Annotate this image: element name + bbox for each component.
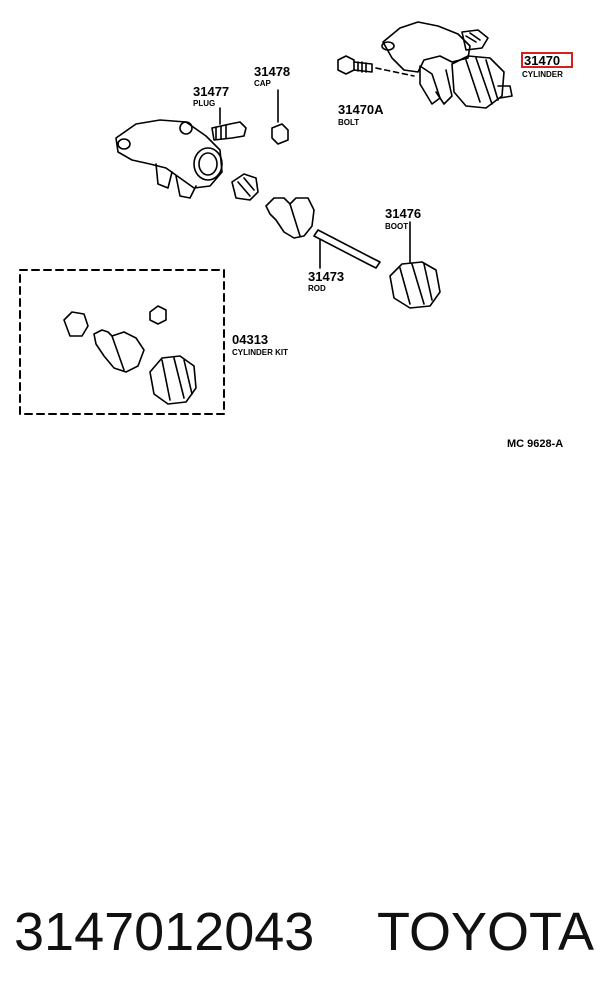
- bolt-number: 31470A: [338, 102, 384, 117]
- cylinder-label: CYLINDER: [522, 70, 563, 79]
- piston-drawing: [265, 197, 315, 239]
- cylinder-number: 31470: [524, 53, 560, 68]
- cap-number: 31478: [254, 64, 290, 79]
- cup-seal-drawing: [231, 173, 259, 201]
- kit-box-outline: [19, 269, 225, 415]
- brand-caption: TOYOTA: [376, 902, 594, 962]
- part-number-caption: 3147012043: [14, 902, 315, 962]
- rod-drawing: [313, 229, 381, 269]
- plug-number: 31477: [193, 84, 229, 99]
- housing-drawing: [115, 119, 223, 199]
- boot-drawing: [389, 221, 441, 309]
- cap-label: CAP: [254, 79, 272, 88]
- kit-number: 04313: [232, 332, 268, 347]
- plug-label: PLUG: [193, 99, 215, 108]
- cylinder-assembly-drawing: [381, 21, 513, 109]
- kit-label: CYLINDER KIT: [232, 348, 288, 357]
- plug-drawing: [211, 107, 247, 141]
- cylinder-highlight-box: [521, 52, 573, 68]
- rod-label: ROD: [308, 284, 326, 293]
- boot-label: BOOT: [385, 222, 408, 231]
- boot-number: 31476: [385, 206, 421, 221]
- cap-drawing: [271, 89, 289, 145]
- kit-parts-drawing: [63, 305, 197, 405]
- diagram-reference: MC 9628-A: [507, 438, 563, 450]
- rod-number: 31473: [308, 269, 344, 284]
- bolt-drawing: [337, 55, 415, 77]
- part-caption: 3147012043 TOYOTA: [14, 892, 594, 972]
- bolt-label: BOLT: [338, 118, 359, 127]
